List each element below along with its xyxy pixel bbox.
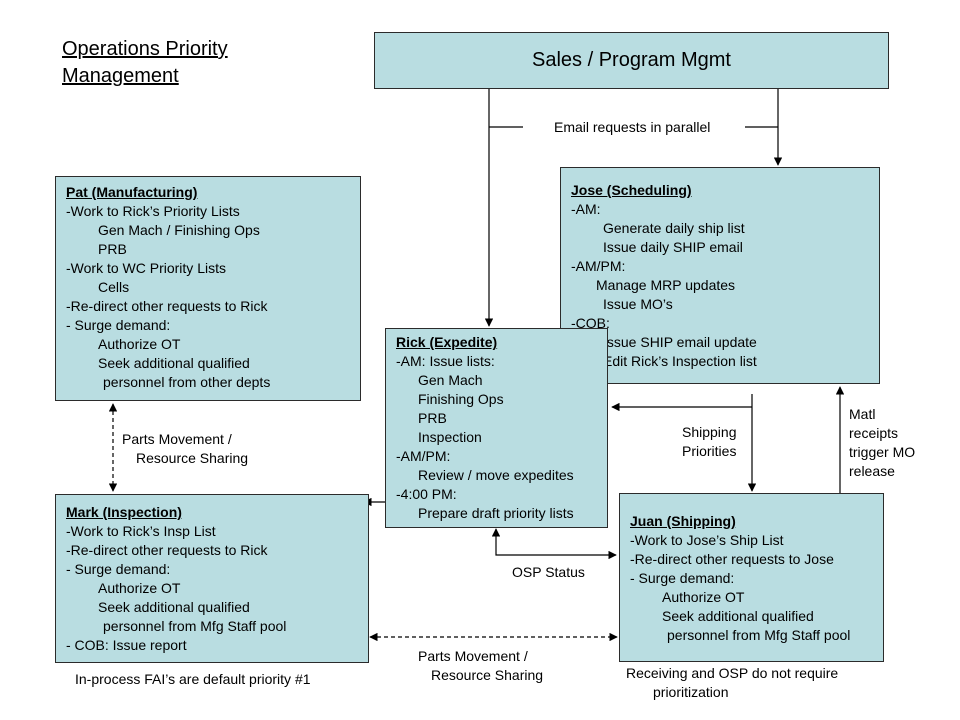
mark-header: Mark (Inspection) [66, 504, 182, 520]
matl-line-4: release [849, 463, 895, 479]
rick-line: Gen Mach [418, 372, 483, 388]
parts-left-line-1: Parts Movement / [122, 431, 232, 447]
jose-line: Issue SHIP email update [603, 334, 757, 350]
jose-line: Manage MRP updates [596, 277, 736, 293]
shipping-priorities-line-2: Priorities [682, 443, 737, 459]
arrow-rick-juan-osp [491, 528, 617, 560]
rick-line: -4:00 PM: [396, 486, 457, 502]
jose-line: -AM/PM: [571, 258, 626, 274]
parts-bottom-line-2: Resource Sharing [431, 667, 544, 683]
mark-line: Authorize OT [98, 580, 181, 596]
jose-line: Edit Rick’s Inspection list [603, 353, 757, 369]
matl-line-3: trigger MO [849, 444, 916, 460]
pat-manufacturing-box: Pat (Manufacturing) -Work to Rick’s Prio… [55, 176, 361, 401]
jose-line: Issue MO’s [603, 296, 673, 312]
receiving-note-line-1: Receiving and OSP do not require [626, 665, 839, 681]
mark-inspection-box: Mark (Inspection) -Work to Rick’s Insp L… [55, 494, 369, 663]
pat-line: -Work to Rick’s Priority Lists [66, 203, 240, 219]
title-line-2: Management [62, 65, 179, 87]
osp-status-label: OSP Status [512, 564, 585, 580]
shipping-priorities-label: Shipping Priorities [682, 423, 737, 461]
jose-line: Issue daily SHIP email [603, 239, 743, 255]
pat-line: PRB [98, 241, 127, 257]
receiving-note: Receiving and OSP do not require priorit… [626, 664, 838, 702]
mark-line: -Work to Rick’s Insp List [66, 523, 216, 539]
pat-line: personnel from other depts [103, 374, 271, 390]
rick-line: -AM: Issue lists: [396, 353, 495, 369]
sales-program-mgmt-box: Sales / Program Mgmt [374, 32, 889, 89]
rick-line: Finishing Ops [418, 391, 504, 407]
mark-line: - COB: Issue report [66, 637, 187, 653]
jose-scheduling-box: Jose (Scheduling) -AM:Generate daily shi… [560, 167, 880, 384]
rick-line: PRB [418, 410, 447, 426]
pat-line: Cells [98, 279, 130, 295]
shipping-priorities-line-1: Shipping [682, 424, 737, 440]
juan-line: Seek additional qualified [662, 608, 814, 624]
title-line-1: Operations Priority [62, 38, 228, 60]
mark-line: - Surge demand: [66, 561, 171, 577]
juan-shipping-box: Juan (Shipping) -Work to Jose’s Ship Lis… [619, 493, 884, 662]
rick-expedite-box: Rick (Expedite) -AM: Issue lists: Gen Mac… [385, 328, 608, 528]
parts-movement-left-label: Parts Movement / Resource Sharing [122, 430, 248, 468]
parts-bottom-line-1: Parts Movement / [418, 648, 528, 664]
jose-header: Jose (Scheduling) [571, 182, 692, 198]
sales-label: Sales / Program Mgmt [532, 49, 731, 71]
pat-line: -Work to WC Priority Lists [66, 260, 226, 276]
pat-header: Pat (Manufacturing) [66, 184, 198, 200]
receiving-note-line-2: prioritization [653, 684, 729, 700]
matl-receipts-label: Matl receipts trigger MO release [849, 405, 915, 481]
pat-line: - Surge demand: [66, 317, 171, 333]
diagram-title: Operations Priority Management [62, 36, 228, 90]
jose-line: -AM: [571, 201, 601, 217]
mark-line: personnel from Mfg Staff pool [103, 618, 287, 634]
mark-line: -Re-direct other requests to Rick [66, 542, 268, 558]
juan-line: -Work to Jose’s Ship List [630, 532, 784, 548]
jose-line: Generate daily ship list [603, 220, 745, 236]
juan-line: Authorize OT [662, 589, 745, 605]
pat-line: Authorize OT [98, 336, 181, 352]
jose-line: -COB: [571, 315, 610, 331]
parts-left-line-2: Resource Sharing [136, 450, 249, 466]
rick-line: Inspection [418, 429, 482, 445]
rick-line: Review / move expedites [418, 467, 574, 483]
juan-line: -Re-direct other requests to Jose [630, 551, 834, 567]
parts-movement-bottom-label: Parts Movement / Resource Sharing [418, 647, 543, 685]
rick-line: -AM/PM: [396, 448, 451, 464]
rick-header: Rick (Expedite) [396, 334, 498, 350]
pat-line: Gen Mach / Finishing Ops [98, 222, 260, 238]
matl-line-1: Matl [849, 406, 876, 422]
mark-line: Seek additional qualified [98, 599, 250, 615]
email-requests-label: Email requests in parallel [554, 119, 711, 135]
pat-line: Seek additional qualified [98, 355, 250, 371]
juan-line: personnel from Mfg Staff pool [667, 627, 851, 643]
juan-header: Juan (Shipping) [630, 513, 736, 529]
rick-line: Prepare draft priority lists [418, 505, 574, 521]
pat-line: -Re-direct other requests to Rick [66, 298, 268, 314]
matl-line-2: receipts [849, 425, 899, 441]
fai-note: In-process FAI’s are default priority #1 [75, 671, 311, 687]
juan-line: - Surge demand: [630, 570, 735, 586]
